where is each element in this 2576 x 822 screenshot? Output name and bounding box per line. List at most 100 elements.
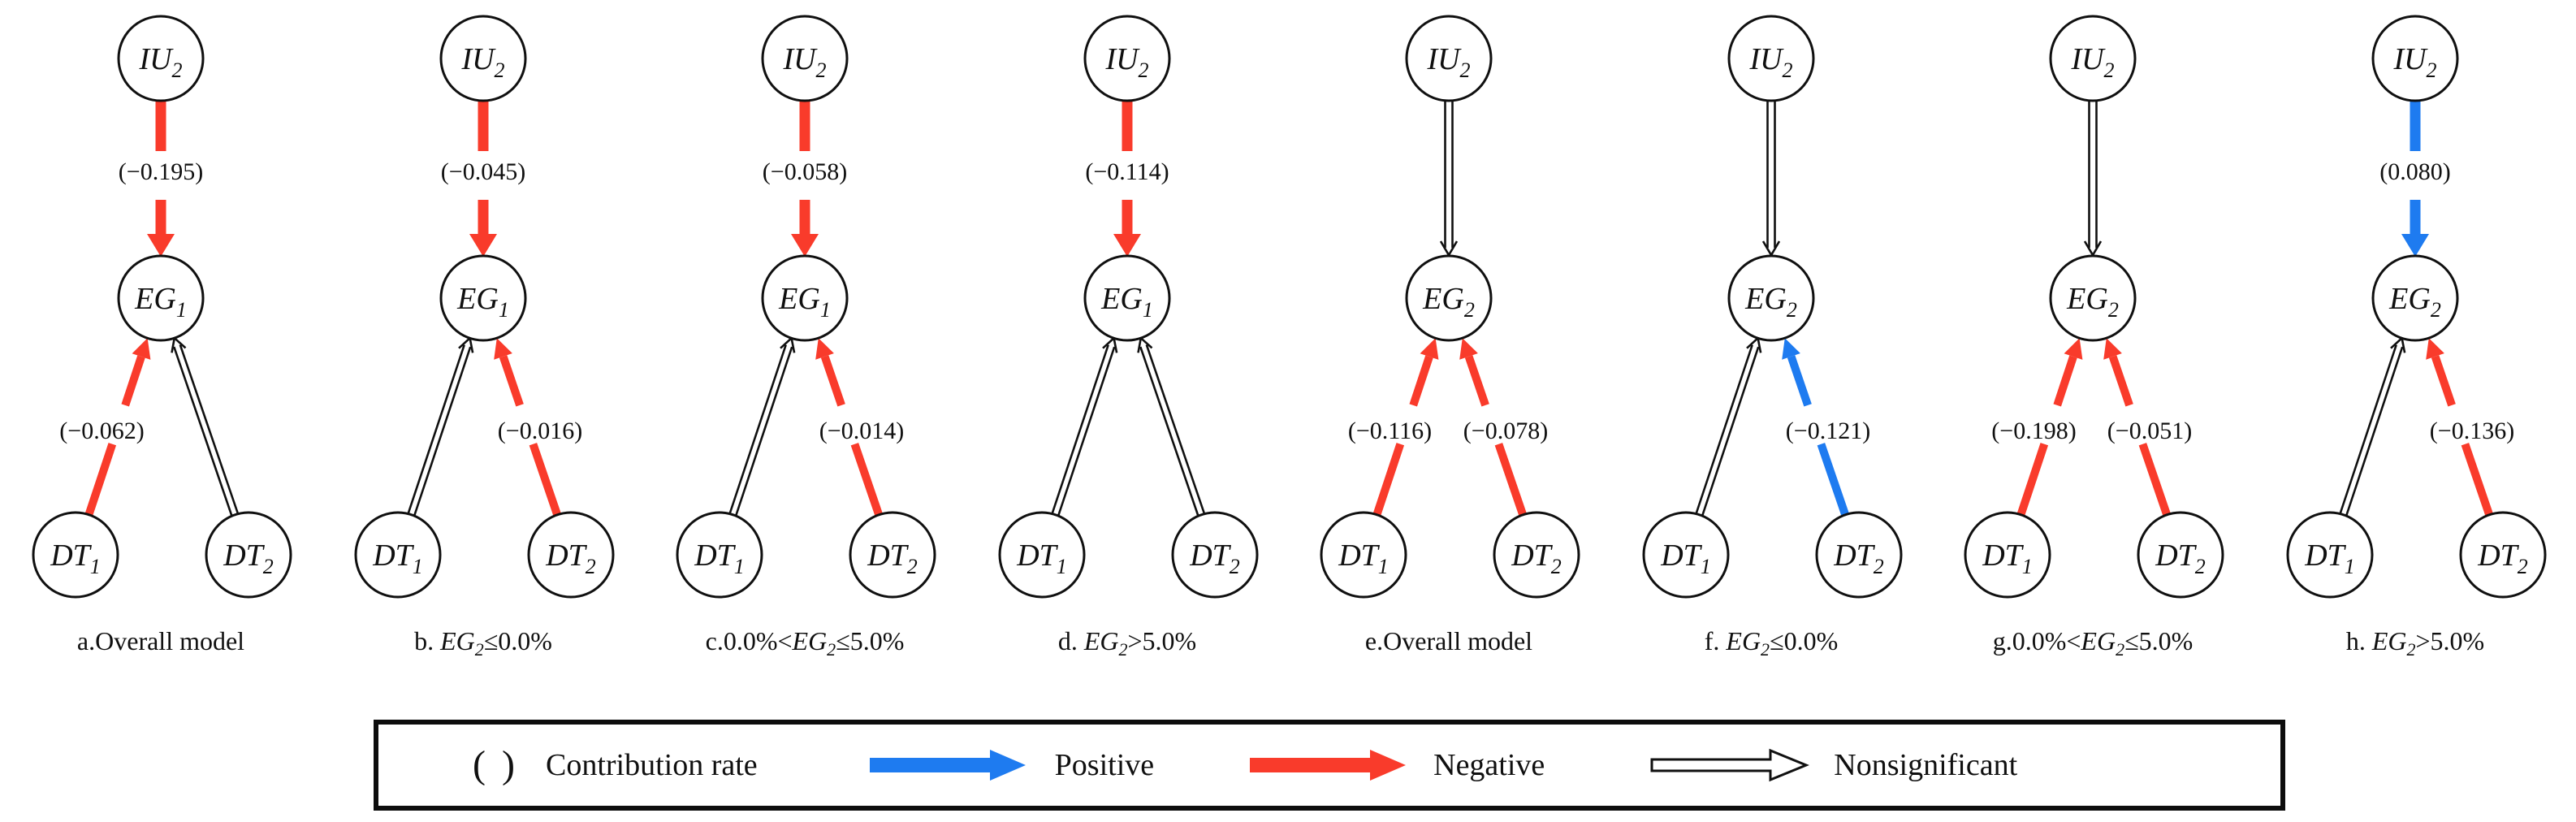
edge-dt1-eg-nonsignificant <box>2339 335 2406 517</box>
panel-caption: b. EG2≤0.0% <box>414 626 552 660</box>
node-eg-label: EG2 <box>2067 282 2120 322</box>
node-dt1-label: DT1 <box>1660 539 1711 578</box>
node-eg-circle <box>761 254 849 342</box>
node-dt2-circle <box>849 511 936 599</box>
node-dt1-circle <box>1642 511 1730 599</box>
node-dt1-label: DT1 <box>1982 539 2034 578</box>
panel-caption: e.Overall model <box>1365 626 1532 655</box>
contribution-rate-label: (−0.045) <box>440 158 525 185</box>
contribution-rate-label: (−0.121) <box>1786 417 1870 444</box>
node-dt2-label: DT2 <box>1833 539 1884 578</box>
edge-dt1-eg-negative: (−0.116) <box>1348 338 1439 517</box>
node-eg-label: EG2 <box>2388 282 2441 322</box>
node-iu2-circle <box>1083 15 1171 102</box>
node-eg-circle <box>2371 254 2459 342</box>
node-dt2-circle <box>1815 511 1903 599</box>
node-dt2-circle <box>1493 511 1580 599</box>
positive-arrow-icon <box>869 750 1026 781</box>
node-iu2-circle <box>2049 15 2137 102</box>
node-iu2-circle <box>1405 15 1493 102</box>
contribution-rate-label: (−0.136) <box>2430 417 2514 444</box>
legend-contribution-rate-label: Contribution rate <box>545 748 758 782</box>
node-dt2-circle <box>205 511 292 599</box>
nonsignificant-arrow-icon <box>1650 748 1810 782</box>
node-dt1-label: DT1 <box>1016 539 1067 578</box>
node-dt2-circle <box>527 511 615 599</box>
contribution-rate-label: (−0.078) <box>1463 417 1548 444</box>
edge-dt1-eg-nonsignificant <box>1051 335 1118 517</box>
node-iu2-label: IU2 <box>138 42 182 82</box>
edge-dt1-eg-negative: (−0.198) <box>1992 338 2083 517</box>
edge-dt1-eg-negative: (−0.062) <box>59 338 151 517</box>
edge-iu-eg-nonsignificant <box>2084 101 2103 257</box>
contribution-rate-label: (−0.062) <box>59 417 144 444</box>
panel-caption: h. EG2>5.0% <box>2346 626 2484 660</box>
node-dt1-label: DT1 <box>1338 539 1389 578</box>
panel-caption: g.0.0%<EG2≤5.0% <box>1993 626 2193 660</box>
node-eg-label: EG2 <box>1744 282 1797 322</box>
node-dt2-circle <box>2137 511 2224 599</box>
node-dt2-label: DT2 <box>545 539 596 578</box>
node-dt1-circle <box>1320 511 1407 599</box>
node-iu2-circle <box>761 15 849 102</box>
edge-dt1-eg-nonsignificant <box>406 335 473 517</box>
node-dt1-label: DT1 <box>50 539 101 578</box>
node-eg-label: EG1 <box>778 282 831 322</box>
edge-iu-eg-negative: (−0.045) <box>440 101 525 257</box>
node-iu2-label: IU2 <box>783 42 827 82</box>
contribution-rate-label: (−0.114) <box>1085 158 1169 185</box>
node-dt1-label: DT1 <box>372 539 423 578</box>
edge-dt2-eg-negative: (−0.136) <box>2426 338 2514 517</box>
edge-dt2-eg-positive: (−0.121) <box>1782 338 1870 517</box>
node-dt2-circle <box>1171 511 1259 599</box>
nonsignificant-arrow-shape <box>1650 748 1810 782</box>
contribution-rate-label: (−0.016) <box>497 417 581 444</box>
node-dt1-circle <box>1964 511 2051 599</box>
node-dt1-circle <box>2286 511 2374 599</box>
legend-positive-label: Positive <box>1054 748 1155 782</box>
node-eg-circle <box>2049 254 2137 342</box>
contribution-rate-label: (−0.195) <box>119 158 203 185</box>
node-eg-label: EG2 <box>1422 282 1475 322</box>
edge-dt2-eg-negative: (−0.016) <box>493 338 582 517</box>
edge-iu-eg-positive: (0.080) <box>2379 101 2451 257</box>
edge-dt2-eg-negative: (−0.051) <box>2103 338 2193 517</box>
node-eg-circle <box>1405 254 1493 342</box>
node-dt2-label: DT2 <box>867 539 918 578</box>
negative-arrow-icon <box>1250 750 1407 781</box>
edge-dt2-eg-negative: (−0.014) <box>815 338 904 517</box>
parentheses-symbol: ( ) <box>473 743 518 786</box>
node-iu2-circle <box>117 15 205 102</box>
contribution-rate-label: (0.080) <box>2379 158 2450 185</box>
node-iu2-label: IU2 <box>460 42 504 82</box>
node-eg-label: EG1 <box>1100 282 1153 322</box>
node-dt1-label: DT1 <box>2304 539 2355 578</box>
node-dt1-circle <box>32 511 119 599</box>
panel-caption: a.Overall model <box>77 626 244 655</box>
negative-arrow-shape <box>1250 750 1407 781</box>
node-eg-circle <box>1083 254 1171 342</box>
edge-dt1-eg-nonsignificant <box>728 335 796 517</box>
node-iu2-label: IU2 <box>1104 42 1148 82</box>
panel-caption: f. EG2≤0.0% <box>1705 626 1839 660</box>
edge-iu-eg-negative: (−0.195) <box>119 101 203 257</box>
node-iu2-label: IU2 <box>1748 42 1792 82</box>
legend-nonsignificant-label: Nonsignificant <box>1834 748 2018 782</box>
node-iu2-label: IU2 <box>2071 42 2115 82</box>
edge-iu-eg-nonsignificant <box>1440 101 1459 257</box>
node-dt2-label: DT2 <box>2477 539 2528 578</box>
node-eg-label: EG1 <box>456 282 509 322</box>
node-eg-label: EG1 <box>134 282 187 322</box>
panel-caption: c.0.0%<EG2≤5.0% <box>706 626 905 660</box>
node-eg-circle <box>1727 254 1815 342</box>
edge-iu-eg-negative: (−0.058) <box>763 101 847 257</box>
node-iu2-circle <box>1727 15 1815 102</box>
edge-dt2-eg-negative: (−0.078) <box>1459 338 1548 517</box>
